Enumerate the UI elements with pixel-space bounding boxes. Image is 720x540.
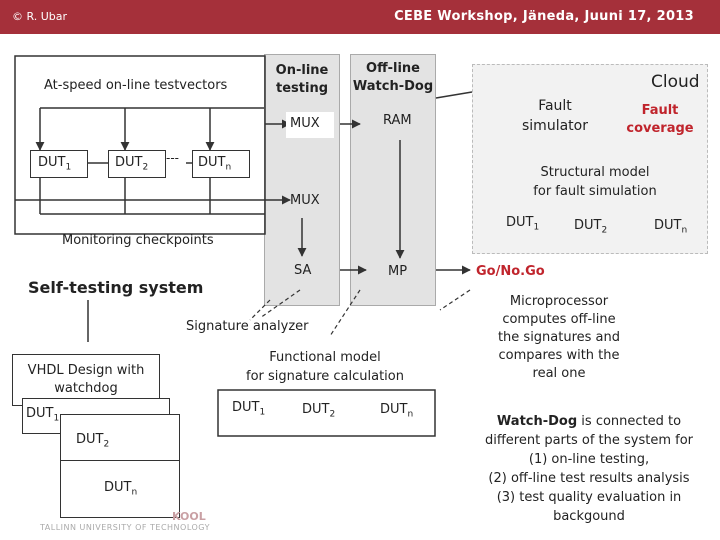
- cloud-title: Cloud: [651, 72, 700, 92]
- cloud-dutn: DUTn: [654, 218, 687, 236]
- cloud-dut2-text: DUT: [574, 218, 602, 233]
- vhdl-dutn-box: [60, 460, 180, 518]
- vhdl-dut1-sub: 1: [53, 413, 60, 424]
- vhdl-dut2: DUT2: [76, 432, 109, 450]
- dut2-text: DUT: [115, 155, 143, 170]
- dut1-label: DUT1: [38, 155, 71, 173]
- ram-label: RAM: [383, 113, 412, 128]
- cloud-dut1-text: DUT: [506, 215, 534, 230]
- vhdl-line1: VHDL Design with: [27, 363, 145, 378]
- func-dutn-sub: n: [407, 409, 414, 420]
- func-dut2-sub: 2: [329, 409, 336, 420]
- watchdog-note-line: (1) on-line testing,: [528, 452, 650, 467]
- mp-note-line: the signatures and: [497, 330, 621, 345]
- mp-note-line: compares with the: [498, 348, 620, 363]
- func-dut2: DUT2: [302, 402, 335, 420]
- dutn-sub: n: [225, 162, 232, 173]
- mp-note-line: Microprocessor: [509, 294, 609, 309]
- online-testing-panel: [264, 54, 340, 306]
- vhdl-label: VHDL Design with watchdog: [14, 362, 158, 398]
- structural-model-label: Structural model for fault simulation: [520, 163, 670, 201]
- sa-label: SA: [294, 263, 312, 278]
- dut2-label: DUT2: [115, 155, 148, 173]
- dut-dots: ---: [166, 151, 179, 165]
- cloud-dut1-sub: 1: [533, 222, 540, 233]
- monitoring-label: Monitoring checkpoints: [62, 233, 214, 248]
- functional-line2: for signature calculation: [246, 369, 404, 384]
- func-dut1: DUT1: [232, 400, 265, 418]
- logo-kool: KOOL: [172, 510, 206, 523]
- mp-label: MP: [388, 264, 408, 279]
- func-dut1-sub: 1: [259, 407, 266, 418]
- func-dut2-text: DUT: [302, 402, 330, 417]
- cloud-dutn-sub: n: [681, 225, 688, 236]
- vhdl-dut1: DUT1: [26, 406, 59, 424]
- watchdog-note-line: backgound: [553, 509, 625, 524]
- online-line2: testing: [276, 81, 328, 96]
- cloud-dut2-sub: 2: [601, 225, 608, 236]
- offline-line1: Off-line: [366, 61, 420, 76]
- self-testing-label: Self-testing system: [28, 278, 204, 297]
- structural-line2: for fault simulation: [533, 184, 657, 199]
- dut1-sub: 1: [65, 162, 72, 173]
- go-nogo-label: Go/No.Go: [476, 264, 545, 279]
- cloud-panel: [472, 64, 708, 254]
- dut1-text: DUT: [38, 155, 66, 170]
- functional-line1: Functional model: [269, 350, 381, 365]
- mp-note-line: computes off-line: [502, 312, 616, 327]
- fault-sim-line1: Fault: [538, 98, 572, 114]
- header-bar: © R. Ubar CEBE Workshop, Jäneda, Juuni 1…: [0, 0, 720, 34]
- coverage-line2: coverage: [626, 121, 694, 136]
- watchdog-rest: is connected to: [577, 414, 682, 429]
- offline-watchdog-panel: [350, 54, 436, 306]
- func-dutn-text: DUT: [380, 402, 408, 417]
- mux1-label: MUX: [290, 116, 320, 131]
- dut2-sub: 2: [142, 162, 149, 173]
- copyright: © R. Ubar: [12, 10, 68, 23]
- microprocessor-note: Microprocessor computes off-line the sig…: [486, 293, 632, 383]
- fault-simulator-label: Fault simulator: [510, 96, 600, 136]
- vhdl-dutn: DUTn: [104, 480, 137, 498]
- cloud-dut2: DUT2: [574, 218, 607, 236]
- vhdl-dut2-sub: 2: [103, 439, 110, 450]
- watchdog-bold: Watch-Dog: [496, 414, 578, 429]
- logo-university: TALLINN UNIVERSITY OF TECHNOLOGY: [40, 523, 210, 532]
- dut1-box: [30, 150, 88, 178]
- fault-sim-line2: simulator: [522, 118, 588, 134]
- vhdl-dutn-text: DUT: [104, 480, 132, 495]
- vhdl-line2: watchdog: [54, 381, 118, 396]
- online-line1: On-line: [275, 63, 329, 78]
- cloud-dutn-text: DUT: [654, 218, 682, 233]
- vhdl-dutn-sub: n: [131, 487, 138, 498]
- watchdog-note-line: (2) off-line test results analysis: [488, 471, 690, 486]
- online-testing-title: On-line testing: [266, 62, 338, 98]
- watchdog-note-line1: Watch-Dog is connected to: [474, 412, 704, 431]
- structural-line1: Structural model: [540, 165, 650, 180]
- mux1-box: [286, 112, 334, 138]
- offline-watchdog-title: Off-line Watch-Dog: [352, 60, 434, 96]
- coverage-line1: Fault: [641, 103, 679, 118]
- cloud-dut1: DUT1: [506, 215, 539, 233]
- watchdog-note-line: (3) test quality evaluation in: [496, 490, 682, 505]
- signature-analyzer-label: Signature analyzer: [186, 319, 309, 334]
- offline-line2: Watch-Dog: [352, 79, 434, 94]
- watchdog-note: Watch-Dog is connected to different part…: [474, 412, 704, 526]
- testvectors-label: At-speed on-line testvectors: [44, 78, 228, 93]
- watchdog-note-line: different parts of the system for: [484, 433, 694, 448]
- mux2-label: MUX: [290, 193, 320, 208]
- mp-note-line: real one: [532, 366, 586, 381]
- dutn-box: [192, 150, 250, 178]
- functional-model-label: Functional model for signature calculati…: [232, 348, 418, 386]
- vhdl-dut2-text: DUT: [76, 432, 104, 447]
- vhdl-dut1-text: DUT: [26, 406, 54, 421]
- func-dutn: DUTn: [380, 402, 413, 420]
- dut2-box: [108, 150, 166, 178]
- dutn-text: DUT: [198, 155, 226, 170]
- header-title: CEBE Workshop, Jäneda, Juuni 17, 2013: [394, 9, 694, 24]
- fault-coverage-label: Fault coverage: [622, 102, 698, 138]
- dutn-label: DUTn: [198, 155, 231, 173]
- func-dut1-text: DUT: [232, 400, 260, 415]
- vhdl-dut2-box: [60, 414, 180, 468]
